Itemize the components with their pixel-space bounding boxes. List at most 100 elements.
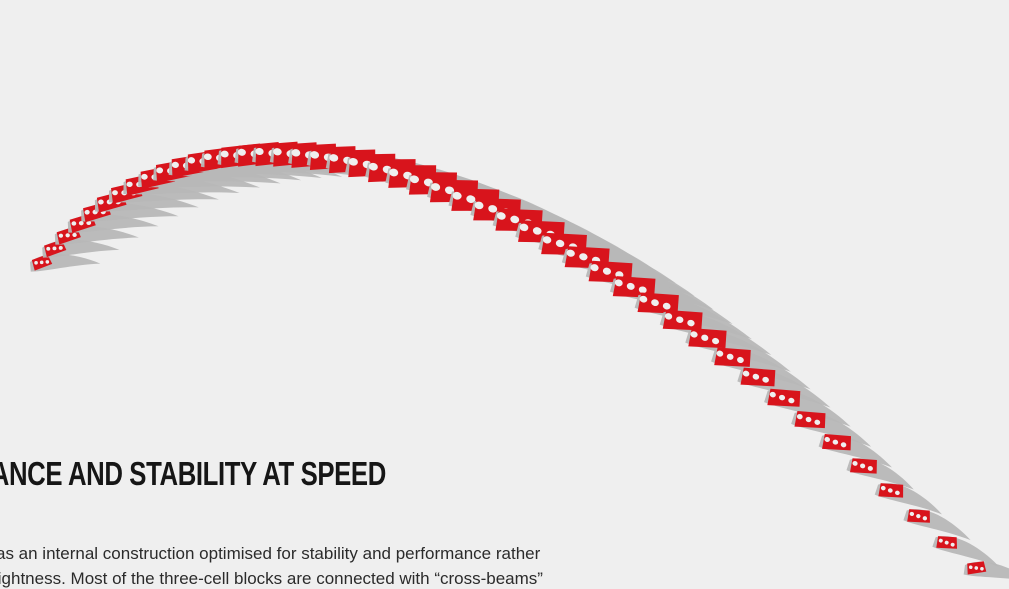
structure-hole — [389, 168, 399, 177]
structure-hole — [796, 414, 803, 420]
structure-hole — [452, 191, 462, 200]
structure-hole — [65, 233, 70, 238]
structure-hole — [156, 167, 164, 174]
wing-rib — [791, 411, 872, 447]
structure-hole — [348, 157, 358, 166]
structure-hole — [542, 236, 552, 244]
structure-hole — [171, 161, 179, 168]
structure-hole — [203, 153, 212, 161]
structure-hole — [220, 150, 229, 158]
structure-hole — [510, 215, 520, 224]
structure-hole — [555, 239, 565, 248]
structure-hole — [690, 331, 698, 338]
structure-hole — [752, 373, 760, 380]
structure-hole — [72, 232, 77, 238]
structure-hole — [98, 199, 104, 205]
structure-hole — [474, 201, 484, 210]
structure-hole — [762, 376, 769, 383]
structure-hole — [922, 516, 928, 521]
structure-hole — [112, 190, 118, 196]
structure-hole — [368, 162, 378, 171]
structure-hole — [496, 212, 506, 220]
structure-hole — [39, 260, 44, 265]
structure-hole — [651, 299, 659, 307]
structure-hole — [909, 511, 915, 517]
structure-hole — [126, 181, 133, 188]
structure-hole — [974, 566, 979, 570]
wing-rib — [932, 536, 1000, 567]
section-heading: IANCE AND STABILITY AT SPEED — [0, 455, 386, 492]
structure-hole — [34, 261, 38, 265]
structure-hole — [310, 151, 320, 159]
structure-hole — [662, 302, 671, 310]
structure-hole — [867, 466, 873, 471]
structure-hole — [687, 319, 695, 327]
structure-hole — [466, 195, 476, 203]
structure-hole — [701, 334, 709, 341]
structure-hole — [45, 260, 50, 264]
structure-hole — [614, 279, 623, 287]
structure-hole — [141, 173, 148, 180]
structure-hole — [602, 267, 612, 275]
structure-hole — [944, 540, 949, 545]
structure-hole — [938, 538, 943, 543]
structure-hole — [84, 209, 90, 215]
structure-hole — [840, 442, 847, 448]
structure-hole — [832, 439, 839, 445]
structure-hole — [950, 542, 955, 547]
structure-hole — [814, 419, 821, 425]
structure-hole — [626, 282, 635, 290]
structure-hole — [880, 485, 886, 491]
structure-hole — [52, 246, 57, 251]
wing-rib — [846, 458, 914, 490]
structure-hole — [566, 249, 575, 257]
structure-hole — [676, 316, 684, 323]
wing-rib — [818, 434, 892, 468]
structure-hole — [255, 147, 264, 156]
structure-hole — [894, 490, 900, 496]
structure-hole — [916, 513, 921, 519]
structure-hole — [237, 148, 246, 156]
structure-hole — [824, 436, 830, 443]
body-text-line-2: lightness. Most of the three-cell blocks… — [0, 569, 543, 588]
structure-hole — [488, 205, 498, 213]
structure-hole — [639, 295, 648, 303]
structure-hole — [778, 394, 786, 401]
structure-hole — [788, 397, 795, 404]
structure-hole — [273, 148, 282, 156]
structure-hole — [852, 460, 858, 466]
wing-rib — [963, 561, 1009, 582]
wing-rib — [874, 483, 942, 515]
structure-hole — [78, 220, 84, 226]
structure-hole — [187, 157, 196, 164]
structure-hole — [664, 313, 673, 320]
structure-hole — [58, 233, 64, 238]
wing-rib — [30, 254, 101, 272]
structure-hole — [968, 565, 973, 570]
structure-hole — [769, 391, 776, 398]
structure-hole — [980, 566, 984, 571]
structure-hole — [532, 227, 542, 235]
structure-hole — [887, 488, 893, 493]
structure-hole — [737, 356, 744, 364]
structure-hole — [519, 223, 529, 232]
structure-hole — [712, 337, 720, 345]
structure-hole — [86, 220, 92, 226]
structure-hole — [71, 221, 77, 226]
structure-hole — [860, 463, 866, 469]
wing-rib — [903, 509, 971, 541]
structure-hole — [590, 264, 599, 272]
structure-hole — [805, 416, 812, 423]
structure-hole — [716, 350, 724, 357]
body-text-line-1: as an internal construction optimised fo… — [0, 544, 541, 563]
structure-hole — [409, 175, 419, 184]
structure-hole — [638, 286, 647, 294]
structure-hole — [291, 149, 301, 157]
structure-hole — [579, 253, 588, 261]
structure-hole — [431, 183, 441, 191]
structure-hole — [58, 246, 63, 250]
structure-hole — [46, 246, 51, 251]
structure-hole — [726, 353, 734, 360]
structure-hole — [329, 154, 339, 162]
